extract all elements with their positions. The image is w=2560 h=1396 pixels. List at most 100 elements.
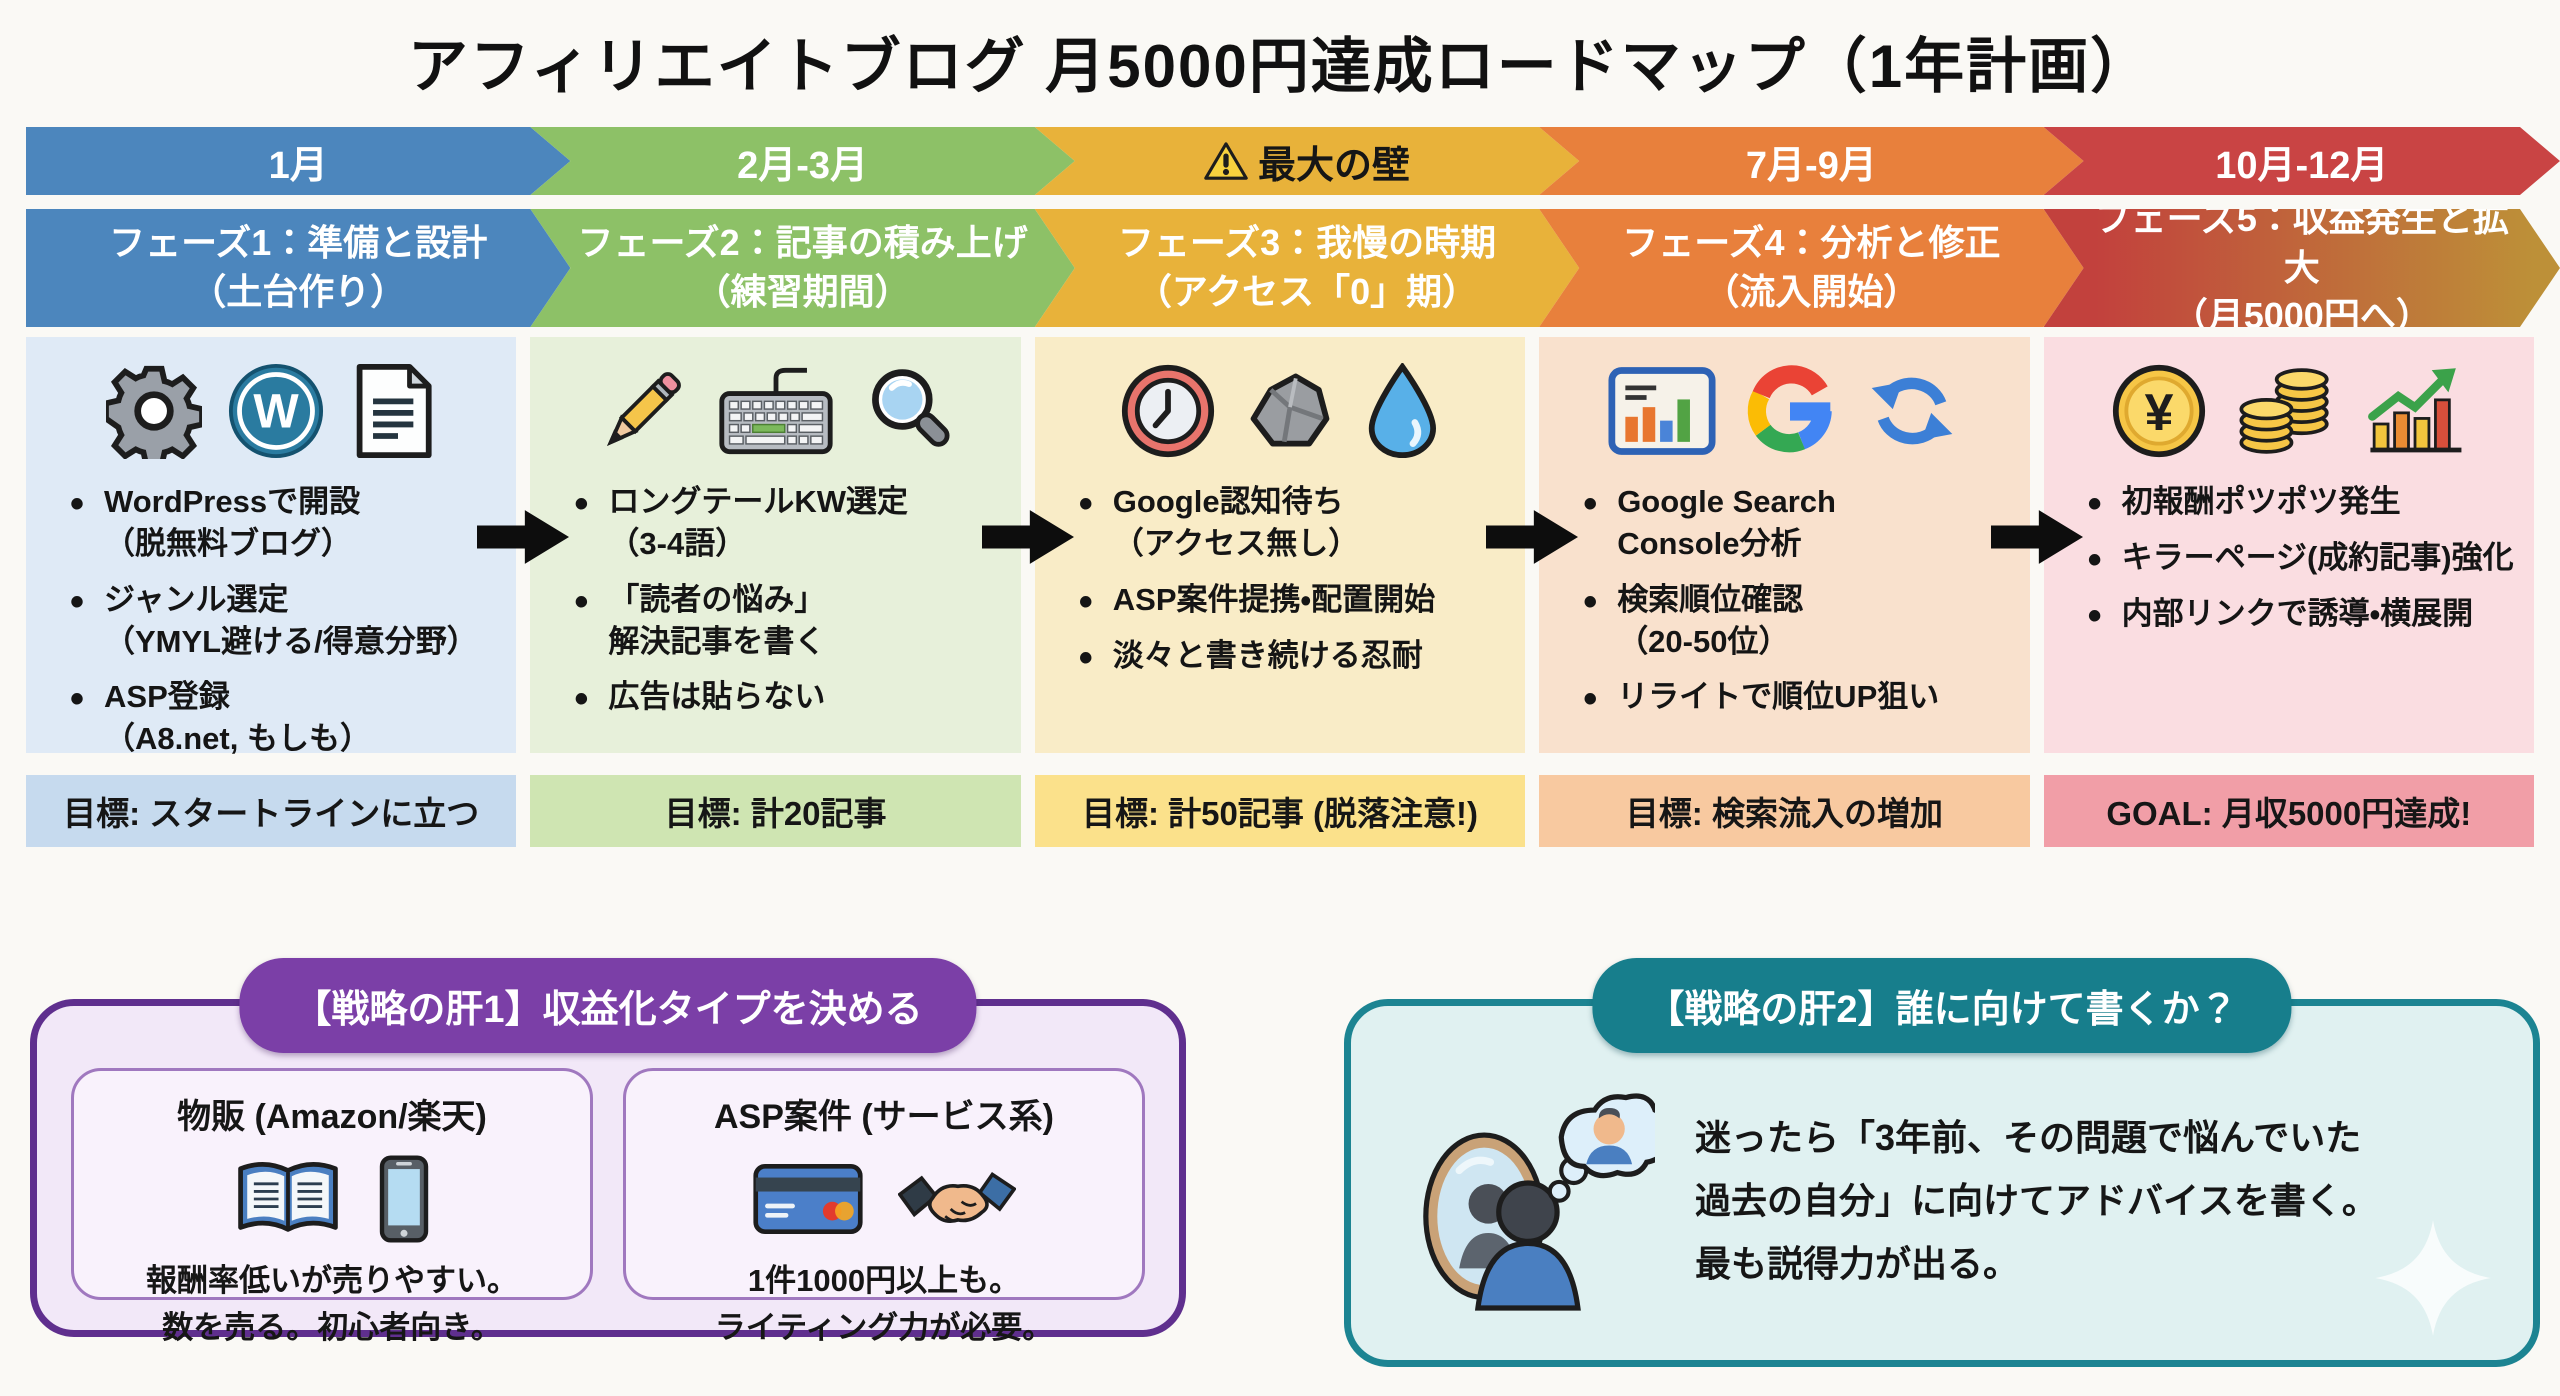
- svg-text:¥: ¥: [2144, 383, 2173, 441]
- handshake-icon: [898, 1171, 1016, 1223]
- phase2-tasks: ロングテールKW選定 （3-4語） 「読者の悩み」 解決記事を書く 広告は貼らな…: [540, 477, 1010, 726]
- phase-subtitle: （練習期間）: [694, 271, 911, 312]
- task-item: 「読者の悩み」 解決記事を書く: [572, 575, 1000, 663]
- month-banner-5: 10月-12月: [2044, 127, 2560, 195]
- goal-bar-4: 目標: 検索流入の増加: [1539, 775, 2030, 847]
- task-item: ジャンル選定 （YMYL避ける/得意分野）: [68, 575, 496, 663]
- content-row: W WordPressで開設 （脱無料ブログ） ジャンル選定 （YMYL避ける/…: [26, 337, 2534, 756]
- coin-stack-icon: [2239, 368, 2329, 454]
- task-item: 淡々と書き続ける忍耐: [1077, 631, 1505, 685]
- phase-title: フェーズ1：準備と設計: [109, 222, 488, 264]
- phase-title: フェーズ3：我慢の時期: [1117, 222, 1497, 264]
- goal-bar-5: GOAL: 月収5000円達成!: [2043, 775, 2534, 847]
- card-description: 報酬率低いが売りやすい。 数を売る。初心者向き。: [146, 1263, 518, 1345]
- month-banner-1: 1月: [26, 127, 570, 195]
- card-icons: [640, 1146, 1128, 1252]
- month-label: 最大の壁: [1204, 134, 1410, 189]
- card-title: 物販 (Amazon/楽天): [177, 1098, 487, 1136]
- phase-titles-row: フェーズ1：準備と設計 （土台作り） フェーズ2：記事の積み上げ （練習期間） フェ…: [26, 209, 2534, 327]
- month-text: 最大の壁: [1257, 144, 1410, 187]
- svg-text:W: W: [253, 385, 299, 438]
- month-banner-3: 最大の壁: [1035, 127, 1579, 195]
- task-item: リライトで順位UP狙い: [1581, 672, 2009, 726]
- task-item: ロングテールKW選定 （3-4語）: [572, 477, 1000, 565]
- warning-icon: [1204, 141, 1248, 181]
- phase3-tasks: Google認知待ち （アクセス無し） ASP案件提携・配置開始 淡々と書き続け…: [1045, 477, 1515, 685]
- roadmap: 1月 2月-3月 最大の壁 7月-9月 10月-12月 フェーズ1：準備と設計 （…: [26, 127, 2534, 847]
- months-row: 1月 2月-3月 最大の壁 7月-9月 10月-12月: [26, 127, 2534, 195]
- strategy1-header: 【戦略の肝1】収益化タイプを決める: [239, 958, 977, 1053]
- pencil-icon: [606, 372, 681, 447]
- phase-banner-4: フェーズ4：分析と修正 （流入開始）: [1539, 209, 2083, 327]
- phase2-icons: [540, 355, 1010, 467]
- phase1-icons: W: [36, 355, 506, 467]
- phase1-tasks: WordPressで開設 （脱無料ブログ） ジャンル選定 （YMYL避ける/得意…: [36, 477, 506, 760]
- phase4-tasks: Google Search Console分析 検索順位確認 （20-50位） …: [1549, 477, 2019, 726]
- task-item: Google Search Console分析: [1581, 477, 2009, 565]
- monetization-card-physical: 物販 (Amazon/楽天) 報酬率低いが売りやすい。 数を売る。初心者向き。: [71, 1068, 593, 1345]
- phase-title: フェーズ4：分析と修正: [1622, 222, 2001, 264]
- phase-banner-5: フェーズ5：収益発生と拡大（月5000円へ）: [2044, 209, 2560, 327]
- document-icon: [356, 363, 432, 459]
- water-drop-icon: [1368, 363, 1436, 458]
- page-title: アフィリエイトブログ 月5000円達成ロードマップ（1年計画）: [407, 33, 2153, 100]
- strategy-section: 【戦略の肝1】収益化タイプを決める 物販 (Amazon/楽天) 報酬率低いが売…: [30, 951, 2540, 1367]
- strategy1-box: 【戦略の肝1】収益化タイプを決める 物販 (Amazon/楽天) 報酬率低いが売…: [30, 958, 1186, 1345]
- strategy2-content: 迷ったら「3年前、その問題で悩んでいた 過去の自分」に向けてアドバイスを書く。 …: [1351, 1006, 2533, 1360]
- magnifier-icon: [871, 369, 950, 447]
- month-banner-4: 7月-9月: [1539, 127, 2083, 195]
- open-book-icon: [238, 1162, 338, 1232]
- task-item: 内部リンクで誘導・横展開: [2086, 589, 2514, 643]
- rock-icon: [1250, 373, 1329, 447]
- analytics-chart-icon: [1608, 367, 1716, 455]
- phase3-icons: [1045, 355, 1515, 467]
- strategy2-box: 【戦略の肝2】誰に向けて書くか？ 迷ったら「3年前、その問題で悩んでいた 過去の…: [1344, 958, 2540, 1367]
- persona-advice-text: 迷ったら「3年前、その問題で悩んでいた 過去の自分」に向けてアドバイスを書く。 …: [1695, 1116, 2378, 1284]
- task-item: キラーページ(成約記事)強化: [2086, 533, 2514, 587]
- card-title: ASP案件 (サービス系): [714, 1098, 1054, 1136]
- strategy2-header: 【戦略の肝2】誰に向けて書くか？: [1592, 958, 2292, 1053]
- task-item: ASP案件提携・配置開始: [1077, 575, 1505, 629]
- task-item: 初報酬ポツポツ発生: [2086, 477, 2514, 531]
- phase-banner-2: フェーズ2：記事の積み上げ （練習期間）: [530, 209, 1074, 327]
- strategy1-cards: 物販 (Amazon/楽天) 報酬率低いが売りやすい。 数を売る。初心者向き。 …: [37, 1006, 1179, 1345]
- phase-banner-1: フェーズ1：準備と設計 （土台作り）: [26, 209, 570, 327]
- sync-arrows-icon: [1872, 377, 1953, 445]
- gear-icon: [106, 365, 202, 459]
- goal-bar-1: 目標: スタートラインに立つ: [26, 775, 517, 847]
- smartphone-icon: [379, 1155, 429, 1243]
- task-item: Google認知待ち （アクセス無し）: [1077, 477, 1505, 565]
- month-banner-2: 2月-3月: [530, 127, 1074, 195]
- phase-subtitle: （アクセス「0」期）: [1135, 271, 1479, 312]
- phase-subtitle: （月5000円へ）: [2171, 295, 2432, 337]
- google-icon: [1748, 365, 1833, 453]
- goal-bar-2: 目標: 計20記事: [530, 775, 1021, 847]
- phase1-card: W WordPressで開設 （脱無料ブログ） ジャンル選定 （YMYL避ける/…: [26, 337, 517, 756]
- month-label: 1月: [268, 144, 328, 187]
- wordpress-icon: W: [228, 363, 324, 459]
- phase2-card: ロングテールKW選定 （3-4語） 「読者の悩み」 解決記事を書く 広告は貼らな…: [530, 337, 1021, 753]
- phase-title: フェーズ2：記事の積み上げ: [577, 222, 1028, 264]
- phase3-card: Google認知待ち （アクセス無し） ASP案件提携・配置開始 淡々と書き続け…: [1034, 337, 1526, 753]
- card-icons: [88, 1146, 576, 1252]
- clock-icon: [1121, 364, 1214, 458]
- phase-subtitle: （流入開始）: [1703, 271, 1920, 312]
- month-label: 2月-3月: [737, 144, 869, 187]
- monetization-card-asp: ASP案件 (サービス系) 1件1000円以上も。 ライティング力が必要。: [623, 1068, 1145, 1345]
- task-item: ASP登録 （A8.net, もしも）: [68, 672, 496, 760]
- goals-row: 目標: スタートラインに立つ 目標: 計20記事 目標: 計50記事 (脱落注意…: [26, 775, 2534, 847]
- mirror-self-reflection-icon: [1405, 1083, 1669, 1317]
- month-label: 10月-12月: [2215, 144, 2389, 187]
- card-description: 1件1000円以上も。 ライティング力が必要。: [714, 1263, 1054, 1345]
- phase4-card: Google Search Console分析 検索順位確認 （20-50位） …: [1539, 337, 2030, 753]
- sparkle-icon: [2375, 1220, 2491, 1336]
- phase-title: フェーズ5：収益発生と拡大: [2094, 198, 2509, 288]
- phase-subtitle: （土台作り）: [190, 271, 407, 312]
- yen-coin-icon: ¥: [2112, 364, 2205, 458]
- phase4-icons: [1549, 355, 2019, 467]
- goal-bar-3: 目標: 計50記事 (脱落注意!): [1034, 775, 1526, 847]
- keyboard-icon: [718, 367, 833, 455]
- phase-banner-3: フェーズ3：我慢の時期 （アクセス「0」期）: [1035, 209, 1579, 327]
- task-item: 検索順位確認 （20-50位）: [1581, 575, 2009, 663]
- growth-chart-icon: [2367, 368, 2462, 453]
